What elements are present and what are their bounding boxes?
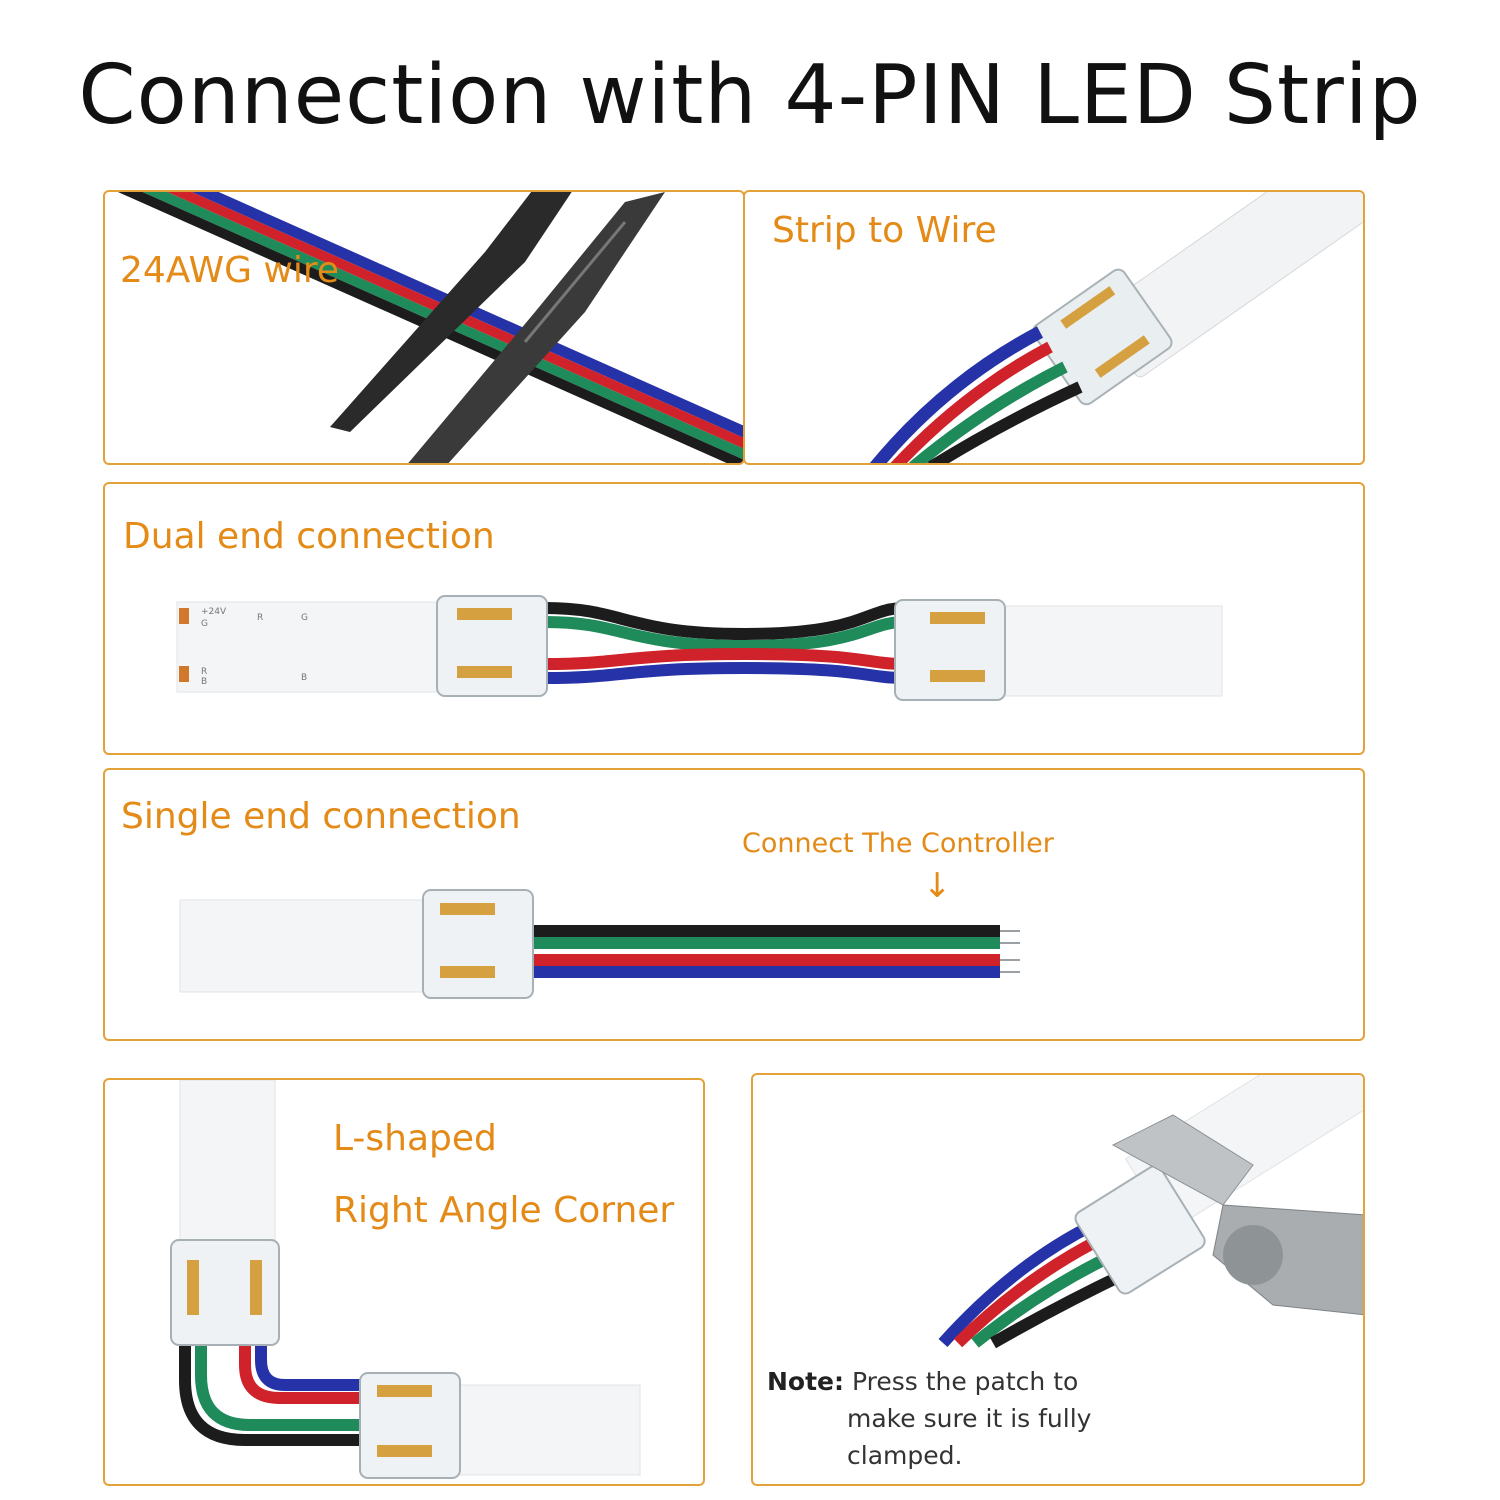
panel-single-end: Single end connection Connect The Contro…: [103, 768, 1365, 1041]
led-strip-left: [176, 601, 453, 693]
controller-callout: Connect The Controller: [742, 828, 1054, 859]
led-strip-right: [999, 605, 1223, 697]
wire-red: [890, 341, 1053, 463]
scissors-icon: [330, 192, 665, 463]
wire-blue: [255, 1340, 365, 1391]
strip-to-wire-illustration: [869, 192, 1363, 463]
dual-end-label: Dual end connection: [123, 516, 495, 557]
dual-end-illustration: +24V G R G R B B: [176, 595, 1223, 701]
strip-mark-g: G: [201, 619, 208, 629]
pliers-illustration: [938, 1075, 1363, 1349]
wire-label: 24AWG wire: [120, 250, 340, 291]
panel-press-patch: Note: Press the patch to make sure it is…: [751, 1073, 1365, 1486]
wire-red: [544, 647, 906, 670]
single-end-illustration: [179, 889, 1020, 999]
note-line3: clamped.: [847, 1441, 963, 1470]
wire-cutting-illustration: [105, 192, 743, 463]
wire-black: [927, 381, 1083, 463]
panel-wire: 24AWG wire: [103, 190, 745, 465]
connector-clip: [1032, 268, 1173, 406]
panel-l-shaped: L-shaped Right Angle Corner: [103, 1078, 705, 1486]
l-shaped-illustration: [170, 1080, 641, 1479]
page-title: Connection with 4-PIN LED Strip: [78, 48, 1422, 143]
strip-mark-b: B: [201, 677, 207, 687]
panel-dual-end: +24V G R G R B B Dual end connection: [103, 482, 1365, 755]
strip-mark-r: R: [257, 613, 263, 623]
led-strip-horizontal: [439, 1384, 641, 1476]
strip-mark-g2: G: [301, 613, 308, 623]
wire-blue: [544, 661, 906, 684]
callout-arrow-icon: ↓: [923, 866, 952, 906]
led-strip: [179, 899, 451, 993]
note-label: Note:: [767, 1367, 845, 1396]
panel-strip-to-wire: Strip to Wire: [743, 190, 1365, 465]
note-line2: make sure it is fully: [847, 1404, 1092, 1433]
right-angle-label: Right Angle Corner: [333, 1190, 675, 1231]
wire-green: [544, 616, 906, 653]
wire-black: [179, 1340, 365, 1446]
wire-red: [953, 1231, 1108, 1348]
wire-black: [544, 602, 906, 641]
strip-marks: +24V G R G R B B: [201, 607, 308, 687]
strip-to-wire-label: Strip to Wire: [772, 210, 997, 251]
led-strip-vertical: [179, 1080, 276, 1241]
wire-red: [239, 1340, 365, 1404]
single-end-label: Single end connection: [121, 796, 521, 837]
pliers-note: Note: Press the patch to make sure it is…: [767, 1363, 1091, 1474]
pliers-icon: [1111, 1114, 1363, 1316]
wire-green: [195, 1340, 365, 1431]
wire-ends: [1000, 930, 1020, 973]
wire-blue: [938, 1219, 1096, 1348]
strip-mark-r2: R: [201, 667, 207, 677]
connector-clip: [1074, 1165, 1206, 1295]
note-line1: Press the patch to: [851, 1367, 1079, 1396]
strip-mark-b2: B: [301, 673, 307, 683]
wire-green: [909, 361, 1068, 463]
wire-blue: [869, 326, 1044, 463]
strip-mark-24v: +24V: [201, 607, 227, 617]
l-shaped-label: L-shaped: [333, 1118, 497, 1159]
